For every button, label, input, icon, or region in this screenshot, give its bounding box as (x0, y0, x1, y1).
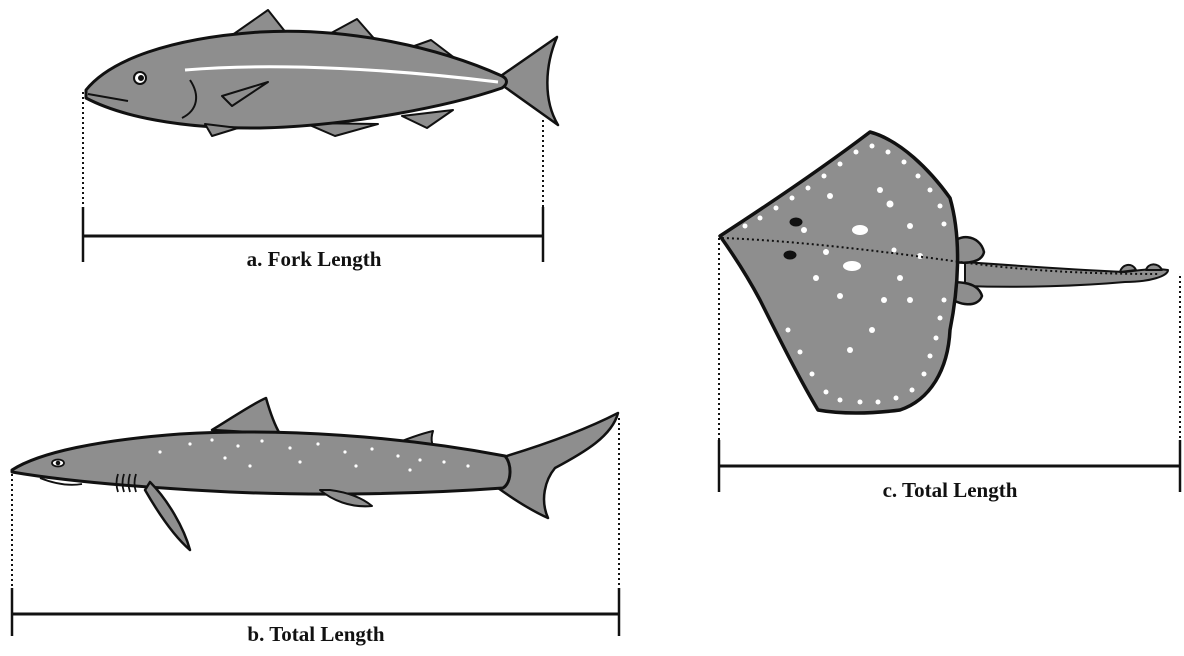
skate-tail-fin-2 (1146, 264, 1162, 270)
skate-illustration (720, 132, 1168, 413)
panel-a (83, 10, 558, 262)
panel-b (12, 398, 619, 636)
caption-total-length-skate: c. Total Length (883, 478, 1018, 503)
shark-pupil (56, 461, 60, 465)
caption-total-length-shark: b. Total Length (247, 622, 384, 647)
fish-a-pupil (139, 76, 144, 81)
skate-tail-fin-1 (1120, 265, 1136, 272)
shark-illustration (12, 398, 618, 550)
skate-eye-bottom (784, 251, 796, 259)
shark-dorsal-fin-1 (212, 398, 280, 434)
skate-eye-top (790, 218, 802, 226)
shark-tail-fin (498, 413, 618, 518)
skate-disc (720, 132, 958, 413)
fish-a-illustration (86, 10, 558, 136)
panel-c (719, 132, 1180, 492)
shark-pectoral-fin (145, 482, 190, 550)
caption-fork-length: a. Fork Length (247, 247, 382, 272)
